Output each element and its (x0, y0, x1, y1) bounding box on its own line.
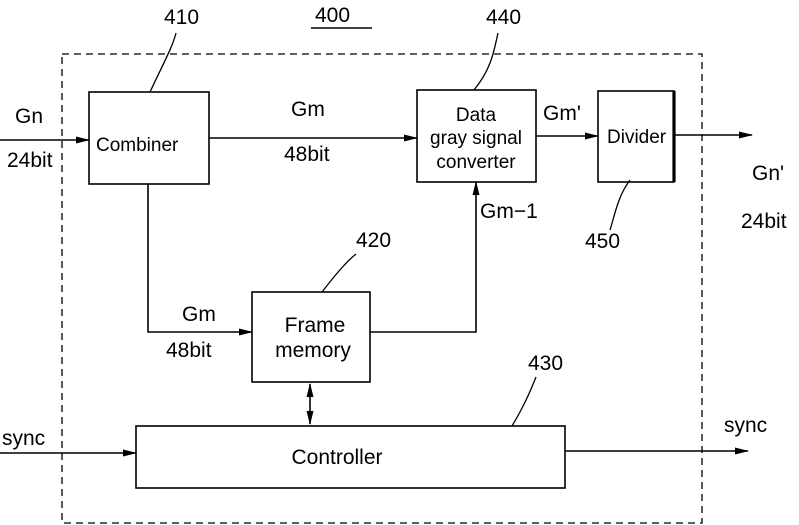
previous-frame-label: Gm−1 (480, 200, 538, 223)
converter-label-line3: converter (436, 152, 516, 173)
converted-signal-label: Gm' (543, 102, 581, 125)
divider-ref-leader (610, 180, 630, 230)
converter-ref-leader (474, 33, 498, 90)
frame-memory-label-line1: Frame (285, 314, 346, 337)
system-ref-label: 400 (315, 4, 350, 27)
divider-ref-label: 450 (585, 230, 620, 253)
combined-width-label: 48bit (284, 143, 330, 166)
converter-ref-label: 440 (486, 6, 521, 29)
converter-label-line1: Data (456, 105, 497, 126)
combiner-label: Combiner (96, 135, 179, 156)
divider-label: Divider (607, 127, 667, 148)
frame-memory-label-line2: memory (275, 339, 351, 362)
sync-out-label: sync (724, 414, 767, 437)
memory-in-signal-label: Gm (182, 303, 216, 326)
frame-memory-ref-label: 420 (356, 229, 391, 252)
output-signal-label: Gn' (752, 162, 784, 185)
combined-signal-label: Gm (291, 98, 325, 121)
controller-ref-leader (512, 377, 536, 426)
frame-memory-ref-leader (322, 254, 356, 292)
memory-in-width-label: 48bit (166, 339, 212, 362)
memory-to-converter-arrow (370, 182, 476, 332)
output-width-label: 24bit (741, 210, 787, 233)
combiner-ref-leader (150, 33, 176, 92)
input-width-label: 24bit (7, 149, 53, 172)
input-signal-label: Gn (15, 105, 43, 128)
controller-ref-label: 430 (528, 352, 563, 375)
converter-label-line2: gray signal (430, 128, 522, 149)
sync-in-label: sync (2, 427, 45, 450)
frame-memory-block (252, 292, 370, 382)
controller-label: Controller (291, 446, 382, 469)
combiner-ref-label: 410 (164, 6, 199, 29)
